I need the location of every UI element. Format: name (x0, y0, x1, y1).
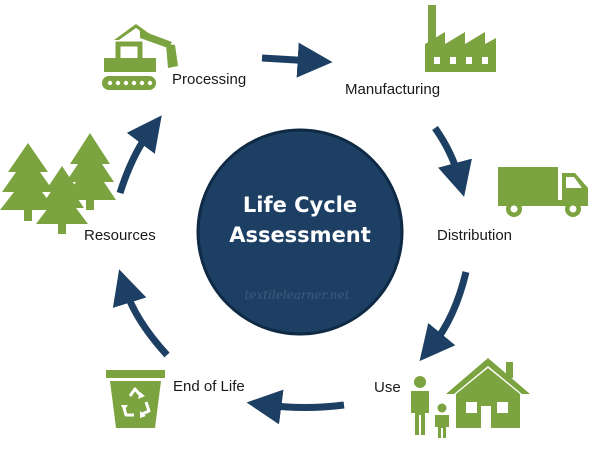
truck-icon (498, 167, 588, 217)
excavator-icon (102, 24, 178, 90)
center-title-line2: Assessment (229, 223, 371, 247)
arrow-processing-to-manufacturing (261, 42, 333, 78)
trees-icon (0, 133, 116, 234)
factory-icon (425, 5, 496, 72)
arrow-manufacturing-to-distribution (432, 125, 472, 197)
arrow-distribution-to-use (419, 271, 470, 362)
center-title-line1: Life Cycle (242, 193, 358, 217)
stage-label-processing: Processing (172, 71, 247, 88)
arrow-use-to-end-of-life (246, 389, 345, 425)
stage-label-end-of-life: End of Life (173, 378, 245, 395)
arrow-end-of-life-to-resources (112, 269, 170, 358)
stage-label-distribution: Distribution (437, 227, 513, 244)
arrow-resources-to-processing (116, 115, 162, 195)
center-circle (196, 128, 404, 336)
cycle-arrows (112, 42, 472, 425)
watermark: textilelearner.net (244, 288, 350, 302)
stage-label-use: Use (374, 379, 401, 396)
recycle-bin-icon (106, 370, 165, 428)
stage-label-resources: Resources (84, 227, 156, 244)
center-title: Life Cycle Assessment (198, 190, 402, 250)
family-house-icon (411, 358, 530, 438)
stage-label-manufacturing: Manufacturing (345, 81, 441, 98)
